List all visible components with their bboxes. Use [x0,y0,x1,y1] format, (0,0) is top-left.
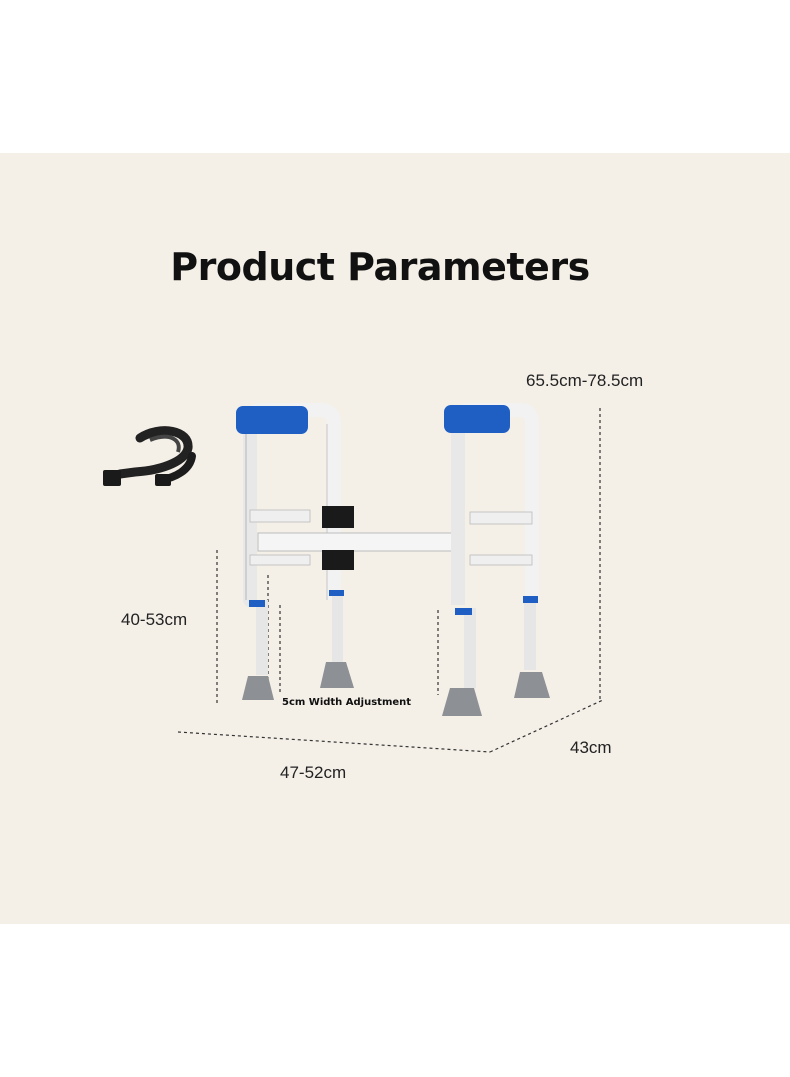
height-dimension-label: 65.5cm-78.5cm [526,371,644,390]
right-armrest-pad [444,405,510,433]
dimension-lines [177,408,604,753]
leg-height-dimension-label: 40-53cm [121,610,188,629]
width-dimension-label: 47-52cm [280,763,347,782]
left-armrest-pad [236,406,308,434]
width-adjustment-note: 5cm Width Adjustment [282,697,412,708]
crossbar [257,506,455,570]
left-frame [236,403,354,700]
page-title: Product Parameters [170,245,590,289]
depth-dimension-label: 43cm [570,738,612,757]
right-frame [442,403,550,716]
safety-strap-image [103,426,196,486]
